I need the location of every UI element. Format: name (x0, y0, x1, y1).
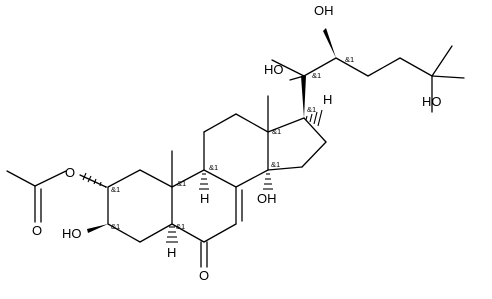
stereo-c2: &1 (111, 185, 120, 194)
stereo-c9: &1 (209, 163, 218, 172)
label-ho-c25: HO (422, 94, 442, 109)
label-oh-c22: OH (314, 3, 334, 18)
hash-c5-h (166, 226, 178, 243)
ring-c (203, 95, 269, 188)
stereo-c14: &1 (271, 160, 280, 169)
hash-c17-h (305, 109, 323, 127)
stereo-c17: &1 (307, 105, 316, 114)
label-oh-c14: OH (257, 191, 277, 206)
label-h-c5: H (167, 245, 176, 260)
label-h-c9: H (200, 191, 209, 206)
stereo-c22: &1 (345, 55, 354, 64)
label-o-ketone: O (199, 268, 209, 283)
stereo-c10: &1 (177, 179, 186, 188)
label-h-c17: H (323, 92, 332, 107)
hash-c14-oh (263, 173, 273, 190)
hash-c9-h (199, 173, 209, 190)
stereo-c3: &1 (111, 222, 120, 231)
acetate-group (6, 170, 107, 223)
hashed-bonds (82, 109, 323, 243)
label-ho-c20: HO (264, 62, 284, 77)
label-o-carbonyl: O (32, 223, 42, 238)
label-ho-c3: HO (62, 226, 82, 241)
stereo-c13: &1 (272, 127, 281, 136)
ring-b (171, 150, 243, 268)
label-o-ester: O (65, 165, 75, 180)
ring-a (87, 169, 173, 243)
stereo-c20: &1 (312, 71, 321, 80)
stereo-markers: &1 &1 &1 &1 &1 &1 &1 &1 &1 &1 (111, 55, 354, 231)
ring-d (267, 117, 327, 171)
side-chain (271, 28, 465, 118)
atom-labels: O O HO O H H OH H HO OH HO (32, 3, 442, 283)
stereo-c5: &1 (176, 222, 185, 231)
hash-c2-o (82, 172, 107, 188)
